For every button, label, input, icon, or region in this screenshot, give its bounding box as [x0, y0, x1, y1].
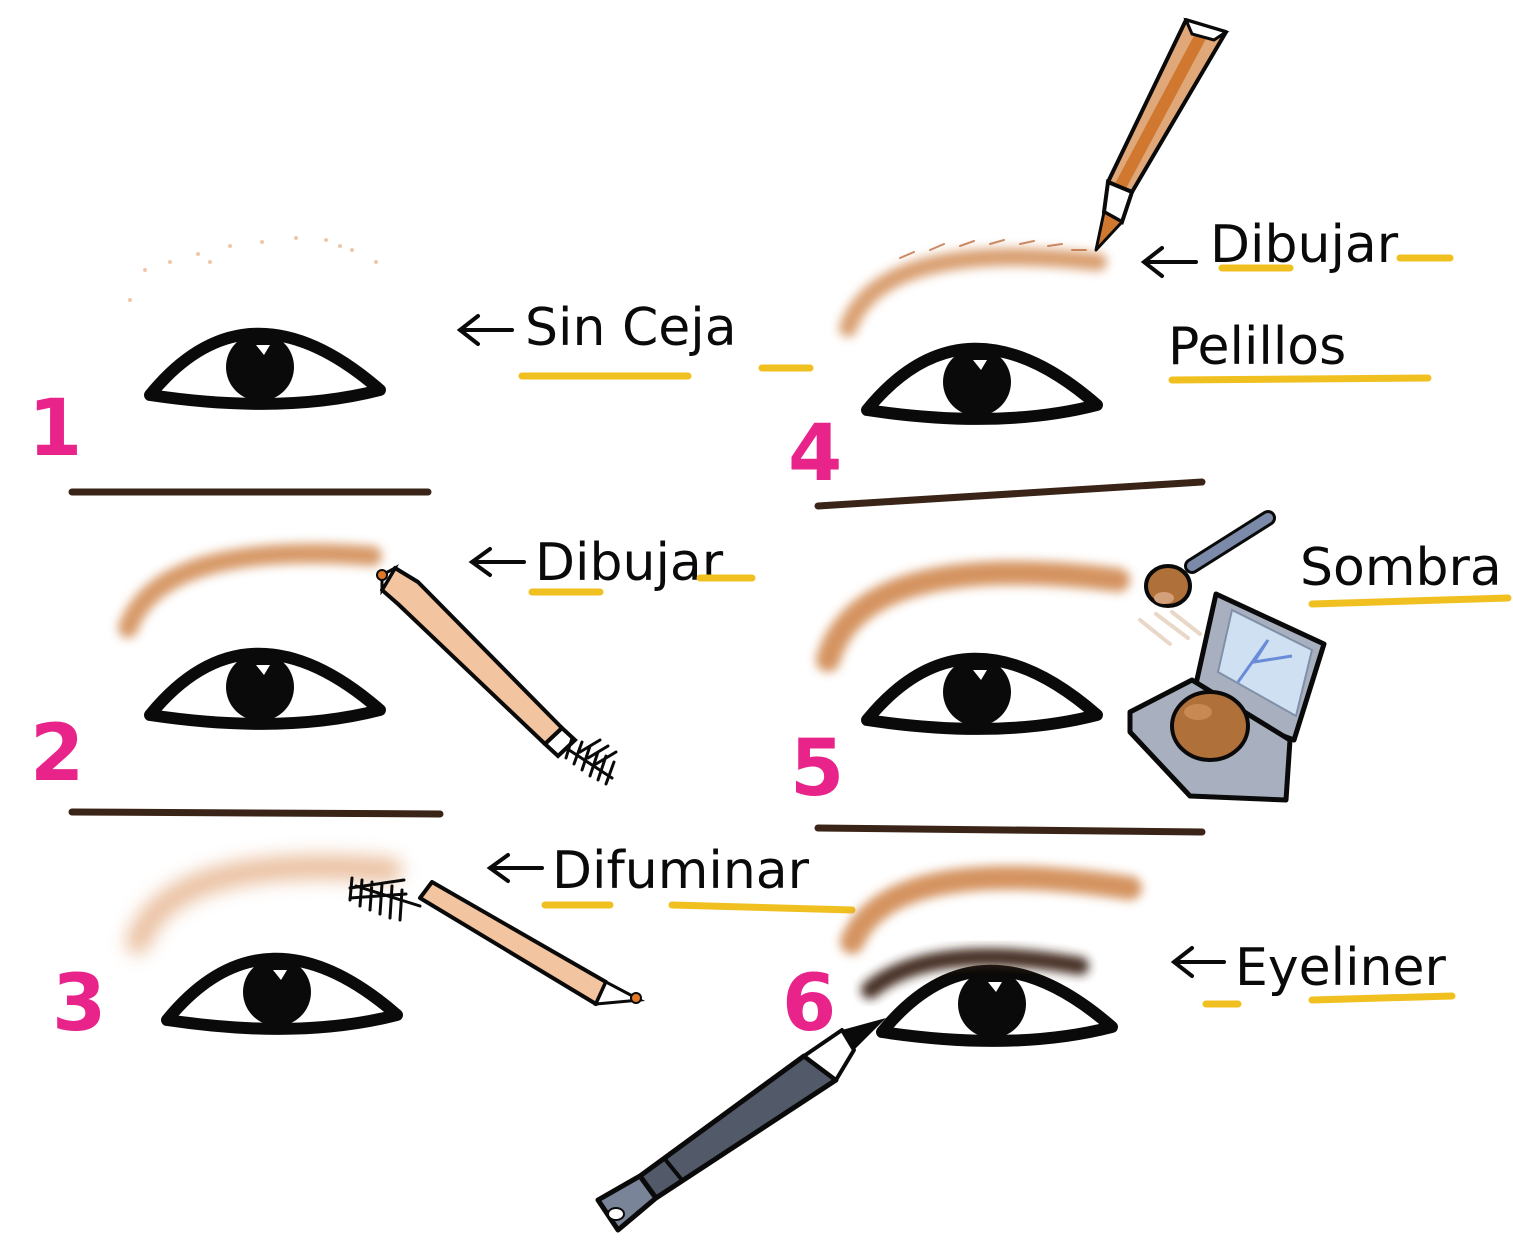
step-number-5: 5 — [790, 724, 844, 814]
eyebrow-pencil-icon — [1094, 17, 1230, 252]
step-number-4: 4 — [788, 409, 842, 499]
eyebrow-6 — [840, 865, 1142, 954]
step-number-1: 1 — [28, 384, 82, 474]
left-arrow-icon — [456, 314, 514, 346]
step-label-5: Sombra — [1300, 538, 1502, 598]
step-6: 6 Eyeliner — [595, 865, 1456, 1233]
step-number-3: 3 — [52, 959, 106, 1049]
label-underline-6 — [1202, 992, 1456, 1008]
spoolie-brush-icon — [348, 876, 422, 922]
step-1: 1 Sin Ceja — [28, 236, 814, 496]
left-arrow-icon — [468, 547, 526, 577]
step-label-2: Dibujar — [535, 533, 724, 593]
eye-4 — [867, 348, 1097, 419]
step-3: 3 Difuminar — [52, 841, 856, 1049]
label-underline-5 — [1308, 594, 1512, 608]
spoolie-brush-icon — [564, 736, 618, 786]
eyeliner-pen-icon — [595, 1018, 886, 1233]
eyebrow-pencil-icon — [376, 564, 578, 759]
divider-2 — [68, 808, 444, 818]
step-label-1: Sin Ceja — [525, 298, 737, 358]
shadow-particles — [1138, 610, 1202, 646]
shadow-applicator-icon — [1144, 510, 1276, 608]
label-underline-4a — [1218, 254, 1454, 272]
step-label-3: Difuminar — [552, 841, 810, 901]
step-number-2: 2 — [30, 709, 84, 799]
eyebrow-2 — [118, 543, 382, 638]
eyeliner-line — [861, 948, 1089, 999]
label-underline-2 — [528, 574, 756, 596]
left-arrow-icon — [1170, 946, 1226, 978]
divider-5 — [814, 824, 1206, 836]
eye-3 — [167, 958, 397, 1029]
left-arrow-icon — [1140, 246, 1198, 278]
eye-5 — [867, 658, 1097, 729]
label-underline-1 — [518, 364, 814, 380]
eyebrow-pencil-icon — [418, 880, 646, 1006]
step-label-6: Eyeliner — [1235, 938, 1446, 998]
divider-4 — [814, 478, 1206, 510]
step-4: 4 Dibujar Pelillos — [788, 17, 1454, 510]
brow-guide-dots — [128, 236, 378, 302]
step-2: 2 Dibujar — [30, 533, 756, 818]
label-underline-4b — [1168, 374, 1432, 384]
eye-1 — [150, 333, 380, 404]
eyebrow-5 — [816, 560, 1130, 672]
step-label-4-line2: Pelillos — [1168, 317, 1346, 377]
left-arrow-icon — [486, 853, 544, 883]
eye-2 — [150, 653, 380, 724]
eyeshadow-compact-icon — [1127, 591, 1327, 803]
label-underline-3 — [541, 901, 856, 914]
eyebrow-4 — [839, 247, 1107, 337]
step-number-6: 6 — [782, 959, 836, 1049]
eyebrow-hairs — [899, 239, 1087, 259]
step-5: 5 Sombra — [790, 510, 1512, 836]
eye-6 — [882, 970, 1112, 1041]
eyebrow-3 — [126, 855, 402, 954]
